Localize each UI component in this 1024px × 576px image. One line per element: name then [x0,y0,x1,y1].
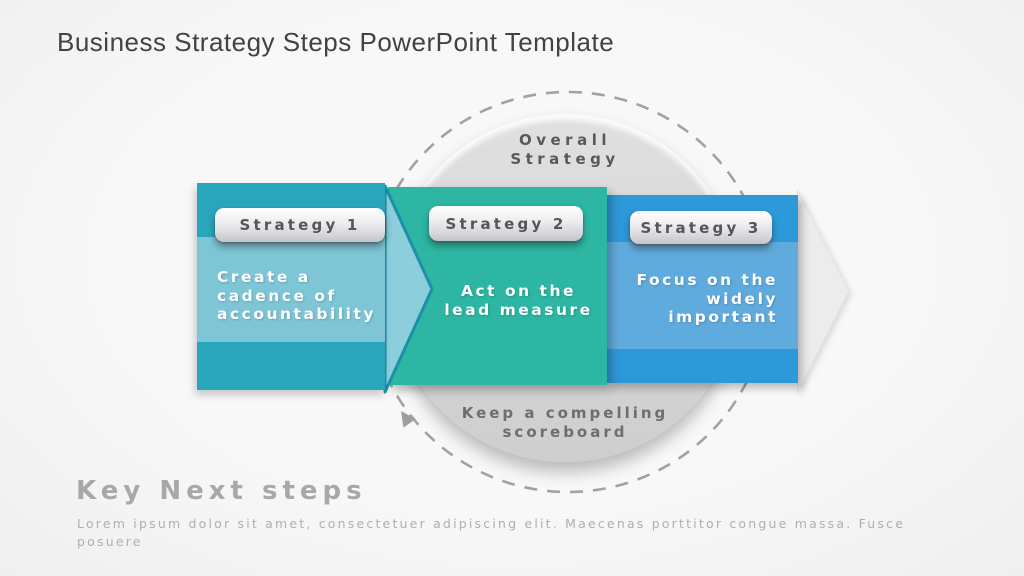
flow-arrow-icon [797,189,850,394]
strategy1-description: Create a cadence of accountability [217,268,376,324]
scoreboard-label: Keep a compelling scoreboard [420,404,710,442]
slide-title: Business Strategy Steps PowerPoint Templ… [57,27,615,57]
strategy2-pill: Strategy 2 [429,206,583,241]
scoreboard-line-2: scoreboard [502,423,628,441]
strategy3-description: Focus on the widely important [618,271,778,327]
strategy3-bottom-band [606,349,798,383]
strategy1-desc-line-3: accountability [217,305,376,323]
strategy1-pill: Strategy 1 [215,208,385,242]
overall-strategy-line-2: Strategy [510,150,620,168]
strategy2-desc-line-1: Act on the [460,282,577,300]
strategy3-desc-line-2: widely [706,289,778,308]
footer-body-line-2: posuere [77,533,143,549]
cycle-arrowhead-icon [401,411,416,428]
strategy1-desc-line-2: cadence of [217,286,337,305]
strategy1-bottom-band [197,342,385,390]
scoreboard-line-1: Keep a compelling [461,404,669,422]
strategy3-desc-line-3: important [668,308,778,326]
strategy3-box: Strategy 3 Focus on the widely important [606,195,798,383]
overall-strategy-label: Overall Strategy [440,131,690,169]
footer-heading: Key Next steps [76,476,367,506]
strategy1-arrowhead [383,184,434,394]
strategy2-box: Strategy 2 Act on the lead measure [388,187,607,385]
strategy1-desc-line-1: Create a [217,268,311,286]
footer-body: Lorem ipsum dolor sit amet, consectetuer… [77,515,905,550]
strategy3-pill: Strategy 3 [630,211,772,244]
strategy1-box: Strategy 1 Create a cadence of accountab… [197,183,385,390]
footer-body-line-1: Lorem ipsum dolor sit amet, consectetuer… [77,516,906,531]
overall-strategy-line-1: Overall [518,131,611,149]
strategy2-description: Act on the lead measure [436,282,601,319]
strategy2-desc-line-2: lead measure [444,300,593,319]
strategy3-desc-line-1: Focus on the [636,271,778,289]
